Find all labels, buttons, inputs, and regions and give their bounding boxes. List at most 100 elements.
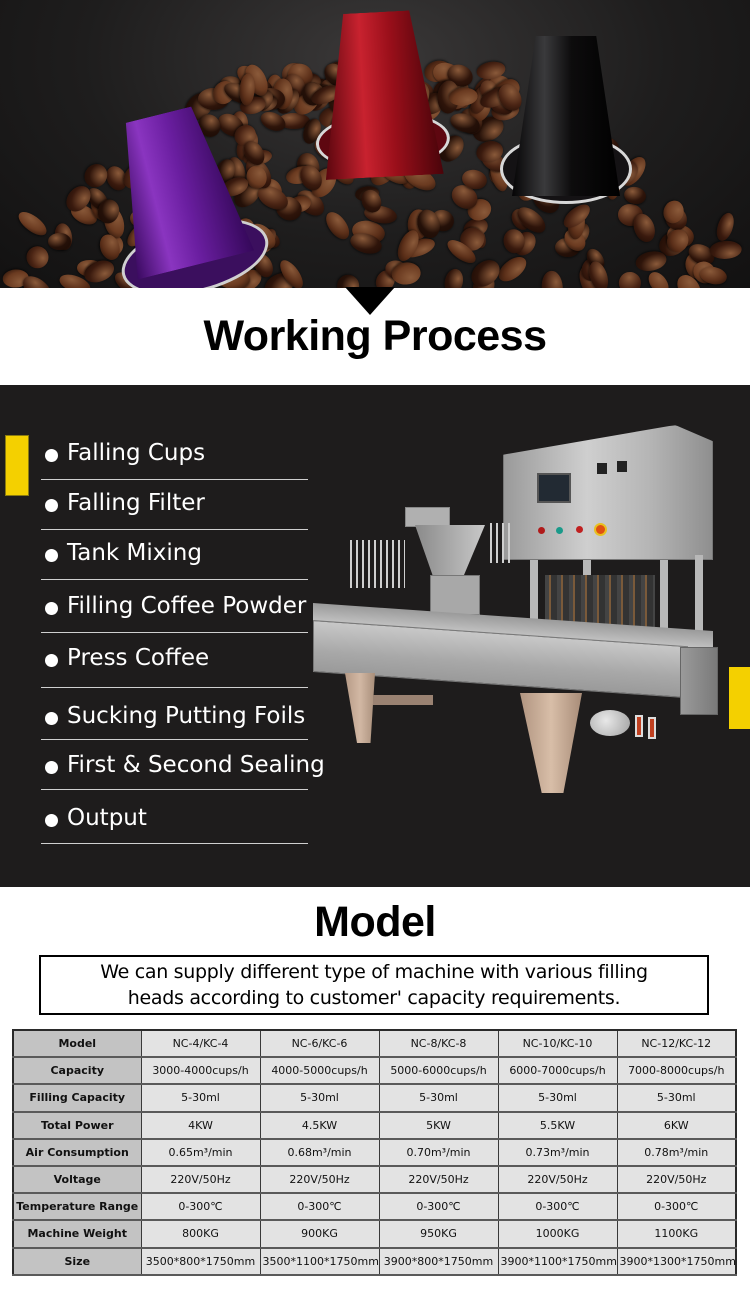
- table-cell: 5-30ml: [259, 1083, 380, 1113]
- table-row: Capacity 3000-4000cups/h 4000-5000cups/h…: [12, 1056, 737, 1086]
- bullet-icon: [45, 449, 58, 462]
- model-title: Model: [314, 898, 436, 946]
- bullet-icon: [45, 814, 58, 827]
- control-cabinet: [503, 425, 713, 560]
- machine-side-panel: [680, 647, 718, 715]
- table-cell: 800KG: [140, 1219, 261, 1249]
- cup-stack-rods: [350, 540, 405, 588]
- column: [530, 560, 538, 655]
- process-step: First & Second Sealing: [41, 740, 325, 790]
- coffee-bean: [442, 267, 465, 288]
- table-cell: 950KG: [378, 1219, 499, 1249]
- hopper-base: [430, 575, 480, 615]
- description-line-2: heads according to customer' capacity re…: [127, 987, 621, 1009]
- button-green: [556, 527, 563, 534]
- bullet-icon: [45, 761, 58, 774]
- display-2: [617, 461, 627, 472]
- working-process-panel: Falling Cups Falling Filter Tank Mixing …: [0, 385, 750, 887]
- hopper-funnel: [415, 525, 485, 575]
- table-cell: 0-300℃: [378, 1192, 499, 1222]
- process-step: Output: [41, 790, 308, 844]
- leg-center: [520, 693, 582, 793]
- working-process-title: Working Process: [203, 312, 548, 360]
- down-arrow-icon: [345, 287, 395, 315]
- table-row: Size 3500*800*1750mm 3500*1100*1750mm 39…: [12, 1246, 737, 1276]
- filling-machine-image: [305, 425, 725, 805]
- black-capsule: [500, 36, 632, 206]
- table-cell: 0-300℃: [497, 1192, 618, 1222]
- table-cell: 0.68m³/min: [259, 1138, 380, 1167]
- description-line-1: We can supply different type of machine …: [100, 961, 648, 983]
- bullet-icon: [45, 712, 58, 725]
- table-cell: 5-30ml: [378, 1083, 499, 1113]
- air-filter: [635, 715, 643, 737]
- process-step: Press Coffee: [41, 633, 308, 688]
- column-header: NC-12/KC-12: [616, 1029, 737, 1059]
- button-red: [538, 527, 545, 534]
- table-cell: 0-300℃: [616, 1192, 737, 1222]
- bullet-icon: [45, 499, 58, 512]
- coffee-bean: [321, 207, 354, 243]
- table-cell: 3900*1300*1750mm: [616, 1246, 737, 1276]
- process-step: Tank Mixing: [41, 530, 308, 580]
- column-header: Model: [12, 1029, 142, 1059]
- table-cell: 5000-6000cups/h: [378, 1056, 499, 1086]
- model-description-box: We can supply different type of machine …: [39, 955, 709, 1015]
- coffee-bean: [709, 240, 742, 261]
- table-cell: 220V/50Hz: [140, 1165, 261, 1195]
- process-step: Sucking Putting Foils: [41, 688, 308, 740]
- air-filter: [648, 717, 656, 739]
- table-cell: 0.65m³/min: [140, 1138, 261, 1167]
- table-cell: 220V/50Hz: [497, 1165, 618, 1195]
- row-label: Temperature Range: [12, 1192, 142, 1222]
- coffee-bean: [15, 207, 51, 240]
- coffee-bean: [48, 233, 71, 250]
- column-header: NC-10/KC-10: [497, 1029, 618, 1059]
- process-step: Falling Cups: [41, 430, 308, 480]
- table-row: Filling Capacity 5-30ml 5-30ml 5-30ml 5-…: [12, 1083, 737, 1113]
- leg-left: [345, 673, 375, 743]
- process-step: Falling Filter: [41, 480, 308, 530]
- table-row: Temperature Range 0-300℃ 0-300℃ 0-300℃ 0…: [12, 1192, 737, 1222]
- table-cell: 5KW: [378, 1111, 499, 1140]
- table-header-row: Model NC-4/KC-4 NC-6/KC-6 NC-8/KC-8 NC-1…: [12, 1029, 737, 1059]
- specification-table: Model NC-4/KC-4 NC-6/KC-6 NC-8/KC-8 NC-1…: [12, 1029, 737, 1276]
- table-cell: 0.78m³/min: [616, 1138, 737, 1167]
- table-cell: 220V/50Hz: [616, 1165, 737, 1195]
- row-label: Filling Capacity: [12, 1083, 142, 1113]
- column: [695, 555, 703, 640]
- table-cell: 220V/50Hz: [378, 1165, 499, 1195]
- table-cell: 0.73m³/min: [497, 1138, 618, 1167]
- table-cell: 4000-5000cups/h: [259, 1056, 380, 1086]
- table-cell: 900KG: [259, 1219, 380, 1249]
- column-header: NC-4/KC-4: [140, 1029, 261, 1059]
- coffee-bean: [622, 184, 648, 207]
- column-header: NC-6/KC-6: [259, 1029, 380, 1059]
- table-cell: 5-30ml: [497, 1083, 618, 1113]
- coffee-bean: [540, 270, 564, 288]
- table-cell: 5-30ml: [616, 1083, 737, 1113]
- table-cell: 0.70m³/min: [378, 1138, 499, 1167]
- table-cell: 3500*800*1750mm: [140, 1246, 261, 1276]
- bullet-icon: [45, 549, 58, 562]
- row-label: Air Consumption: [12, 1138, 142, 1167]
- row-label: Size: [12, 1246, 142, 1276]
- table-cell: 4KW: [140, 1111, 261, 1140]
- column: [660, 560, 668, 655]
- table-cell: 3000-4000cups/h: [140, 1056, 261, 1086]
- table-row: Air Consumption 0.65m³/min 0.68m³/min 0.…: [12, 1138, 737, 1167]
- red-capsule: [314, 9, 452, 200]
- bullet-icon: [45, 654, 58, 667]
- button-red-2: [576, 526, 583, 533]
- cup-stack-rods: [490, 523, 510, 563]
- bullet-icon: [45, 602, 58, 615]
- coffee-bean: [332, 270, 364, 288]
- row-label: Voltage: [12, 1165, 142, 1195]
- column-header: NC-8/KC-8: [378, 1029, 499, 1059]
- process-step: Filling Coffee Powder: [41, 580, 308, 633]
- row-label: Total Power: [12, 1111, 142, 1140]
- table-cell: 5-30ml: [140, 1083, 261, 1113]
- table-cell: 6KW: [616, 1111, 737, 1140]
- table-cell: 1000KG: [497, 1219, 618, 1249]
- table-cell: 1100KG: [616, 1219, 737, 1249]
